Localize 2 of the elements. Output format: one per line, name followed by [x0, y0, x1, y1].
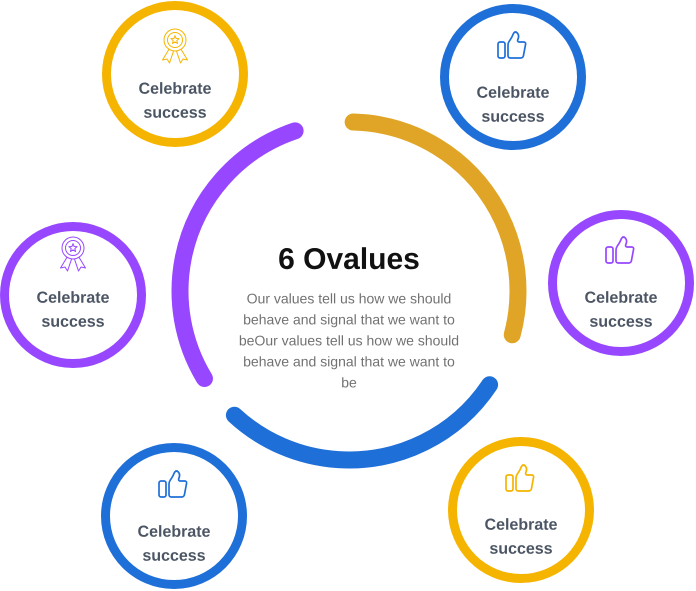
body-text: Our values tell us how we should behave and signal that we want to beOur values tell us how we should behave and signal that we want to be [240, 293, 458, 388]
heading: 6 Ovalues [279, 247, 419, 270]
